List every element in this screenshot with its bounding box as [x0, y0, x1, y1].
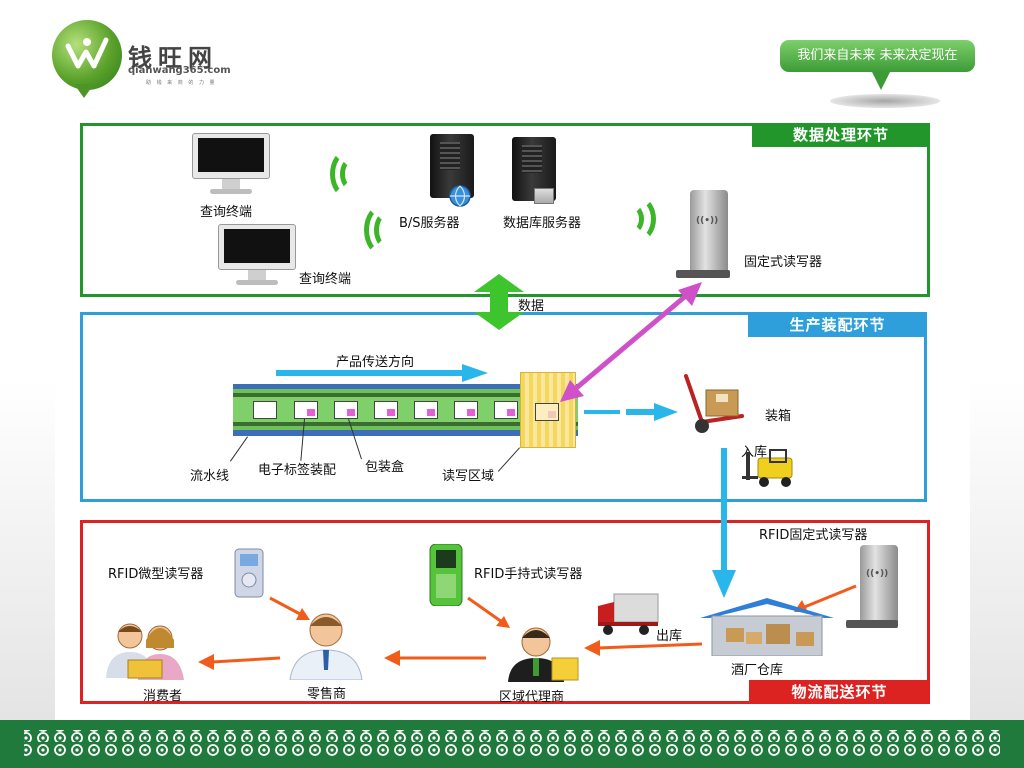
- boxing-label: 装箱: [765, 409, 792, 424]
- logo-glyph-icon: [65, 37, 109, 69]
- bs-server-label: B/S服务器: [399, 216, 460, 231]
- regional-agent-label: 区域代理商: [499, 690, 565, 705]
- rfid-handheld-reader-icon: [429, 544, 463, 606]
- brand-url: qianwang365.com: [128, 65, 231, 76]
- winery-warehouse-icon: [700, 598, 834, 656]
- micro-reader-to-retailer-arrow: [269, 596, 310, 620]
- read-write-zone-label: 读写区域: [442, 469, 495, 484]
- read-write-zone: [520, 372, 576, 448]
- query-terminal-icon: [192, 133, 270, 195]
- product-direction-arrow: [276, 364, 488, 382]
- query-terminal-icon: [218, 224, 296, 286]
- retailer-to-consumer-arrow: [198, 654, 281, 670]
- slogan-bubble-tail: [872, 72, 890, 90]
- consumers-icon: [106, 623, 184, 680]
- logistics-section: [80, 520, 930, 704]
- to-boxing-arrow: [584, 403, 678, 421]
- footer-pattern-bar: [0, 720, 1024, 768]
- rfid-fixed-reader-base: [846, 620, 898, 628]
- package-box-label: 包装盒: [365, 460, 405, 475]
- rfid-handheld-reader-label: RFID手持式读写器: [474, 567, 583, 582]
- brand-name: 钱旺网: [128, 44, 218, 72]
- outbound-label: 出库: [656, 629, 683, 644]
- logo-emblem-tail: [74, 84, 94, 98]
- retailer-label: 零售商: [307, 687, 347, 702]
- tagged-package: [414, 401, 438, 419]
- handheld-to-agent-arrow: [467, 596, 510, 628]
- data-label: 数据: [518, 299, 545, 314]
- bs-server-icon: [430, 134, 474, 198]
- logistics-title: 物流配送环节: [749, 680, 930, 704]
- regional-agent-icon: [508, 627, 579, 682]
- tag-assembly-label: 电子标签装配: [258, 463, 337, 478]
- rfid-fixed-reader-icon: ((•)): [860, 545, 898, 625]
- to-warehouse-arrow: [712, 448, 736, 598]
- product-direction-label: 产品传送方向: [336, 355, 415, 370]
- globe-icon: [449, 185, 471, 207]
- consumer-label: 消费者: [143, 689, 183, 704]
- forklift-icon: [742, 449, 793, 487]
- database-server-label: 数据库服务器: [503, 216, 582, 231]
- data-processing-title: 数据处理环节: [752, 123, 930, 147]
- fixed-reader-icon: ((•)): [690, 190, 728, 274]
- assembly-line-label: 流水线: [190, 469, 230, 484]
- outbound-arrow: [584, 640, 703, 656]
- tagged-package: [494, 401, 518, 419]
- reader-data-arrow: [560, 282, 702, 402]
- delivery-truck-icon: [598, 593, 659, 635]
- brand-tagline: 助 钱 来 商 的 力 量: [146, 80, 217, 86]
- query-terminal-label-1: 查询终端: [200, 205, 253, 220]
- tagged-package: [454, 401, 478, 419]
- blank-package: [253, 401, 277, 419]
- rfid-micro-reader-label: RFID微型读写器: [108, 567, 204, 582]
- production-title: 生产装配环节: [748, 313, 927, 337]
- slogan-shadow: [830, 94, 940, 108]
- fixed-reader-base: [676, 270, 730, 278]
- database-drive-icon: [534, 188, 554, 204]
- hand-truck-icon: [684, 374, 744, 433]
- tagged-package: [374, 401, 398, 419]
- winery-warehouse-label: 酒厂仓库: [731, 663, 784, 678]
- retailer-icon: [289, 613, 363, 680]
- data-exchange-arrow: [474, 274, 524, 330]
- query-terminal-label-2: 查询终端: [299, 272, 352, 287]
- slogan-bubble: 我们来自未来 未来决定现在: [780, 40, 975, 72]
- tagged-package: [294, 401, 318, 419]
- rfid-fixed-reader-label: RFID固定式读写器: [759, 528, 868, 543]
- fixed-reader-label: 固定式读写器: [744, 255, 823, 270]
- tagged-package: [334, 401, 358, 419]
- agent-to-retailer-arrow: [384, 650, 486, 666]
- rfid-micro-reader-icon: [234, 548, 264, 598]
